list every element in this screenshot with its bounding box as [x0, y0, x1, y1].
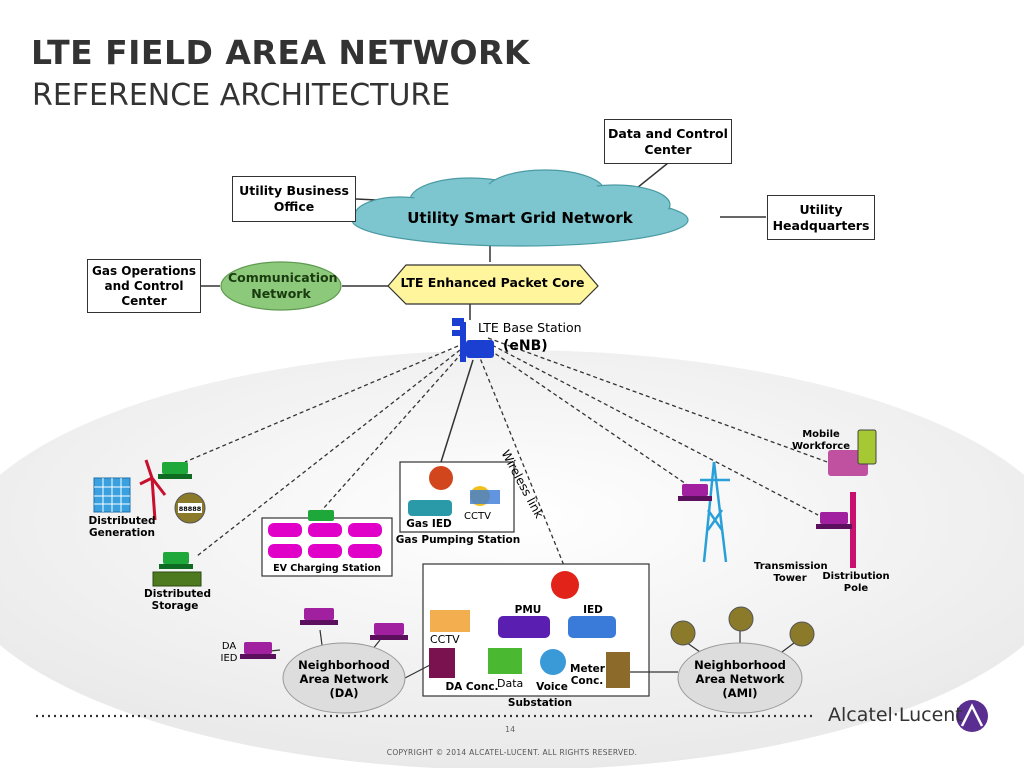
mobile-workforce-icon: [828, 429, 877, 476]
meter-conc-icon: [606, 652, 630, 688]
distribution-pole-icon: [816, 492, 856, 568]
transmission-tower-label: Transmission Tower: [754, 561, 828, 584]
lte-epc-label: LTE Enhanced Packet Core: [400, 275, 585, 290]
ied-icon: [568, 616, 616, 638]
distributed-generation-label: Distributed Generation: [88, 515, 156, 539]
nan-da-shape: [282, 642, 406, 714]
lte-base-station-label: LTE Base Station: [478, 320, 582, 335]
green-radio-icon: [158, 462, 192, 479]
storage-icon: [152, 552, 202, 587]
nan-ami-shape: [677, 642, 803, 714]
page-title: LTE FIELD AREA NETWORK: [31, 33, 531, 72]
voice-label: Voice: [536, 681, 568, 693]
meter-conc-label: Meter Conc.: [570, 663, 605, 687]
pmu-label: PMU: [514, 604, 542, 616]
ied-label: IED: [583, 604, 603, 616]
distribution-pole-label: Distribution Pole: [822, 571, 890, 594]
enb-label: (eNB): [503, 338, 548, 354]
gas-ied-label: Gas IED: [406, 518, 452, 530]
ev-charging-station-icon: [261, 510, 393, 577]
da-radio-icons: [240, 608, 408, 659]
page-subtitle: REFERENCE ARCHITECTURE: [32, 78, 451, 113]
smart-meter-icon: [174, 492, 206, 524]
da-conc-label: DA Conc.: [445, 681, 499, 693]
data-control-center-box: Data and Control Center: [604, 119, 732, 164]
da-conc-icon: [429, 648, 455, 678]
communication-network-label: Communication Network: [228, 270, 338, 301]
substation-router-icon: [551, 571, 579, 599]
da-ied-label: DA IED: [220, 641, 238, 664]
nan-da-label: Neighborhood Area Network (DA): [298, 658, 390, 700]
brand-name: Alcatel·Lucent: [828, 704, 963, 726]
utility-headquarters-box: Utility Headquarters: [767, 195, 875, 240]
wireless-links: [184, 337, 831, 569]
meter-reading: 88888: [178, 505, 202, 513]
solar-panel-icon: [93, 477, 131, 513]
smart-grid-network-label: Utility Smart Grid Network: [407, 209, 633, 227]
data-terminal-icon: [488, 648, 522, 674]
transmission-tower-icon: [700, 461, 730, 563]
data-label: Data: [497, 677, 524, 690]
voice-phone-icon: [540, 649, 566, 675]
gas-pumping-station-label: Gas Pumping Station: [395, 534, 521, 546]
pmu-icon: [498, 616, 550, 638]
copyright-notice: COPYRIGHT © 2014 ALCATEL-LUCENT. ALL RIG…: [386, 748, 638, 757]
mobile-workforce-label: Mobile Workforce: [792, 429, 850, 452]
nan-ami-label: Neighborhood Area Network (AMI): [694, 658, 786, 700]
substation-cctv-label: CCTV: [430, 633, 460, 646]
distributed-storage-label: Distributed Storage: [144, 588, 212, 612]
gas-operations-box: Gas Operations and Control Center: [87, 259, 201, 313]
substation-label: Substation: [507, 697, 573, 709]
ami-meter-icons: [670, 606, 815, 647]
gas-cctv-label: CCTV: [464, 511, 491, 522]
substation-cctv-icon: [430, 610, 470, 632]
tower-radio-icon: [678, 484, 712, 501]
wind-turbine-icon: [139, 459, 167, 521]
gas-pumping-station-box: [399, 461, 515, 533]
page-number: 14: [505, 725, 516, 734]
utility-business-office-box: Utility Business Office: [232, 176, 356, 222]
base-station-icon: [452, 318, 494, 362]
communication-network-shape: [220, 261, 342, 311]
ev-charging-station-label: EV Charging Station: [273, 563, 381, 574]
lte-epc-shape: [387, 264, 599, 305]
